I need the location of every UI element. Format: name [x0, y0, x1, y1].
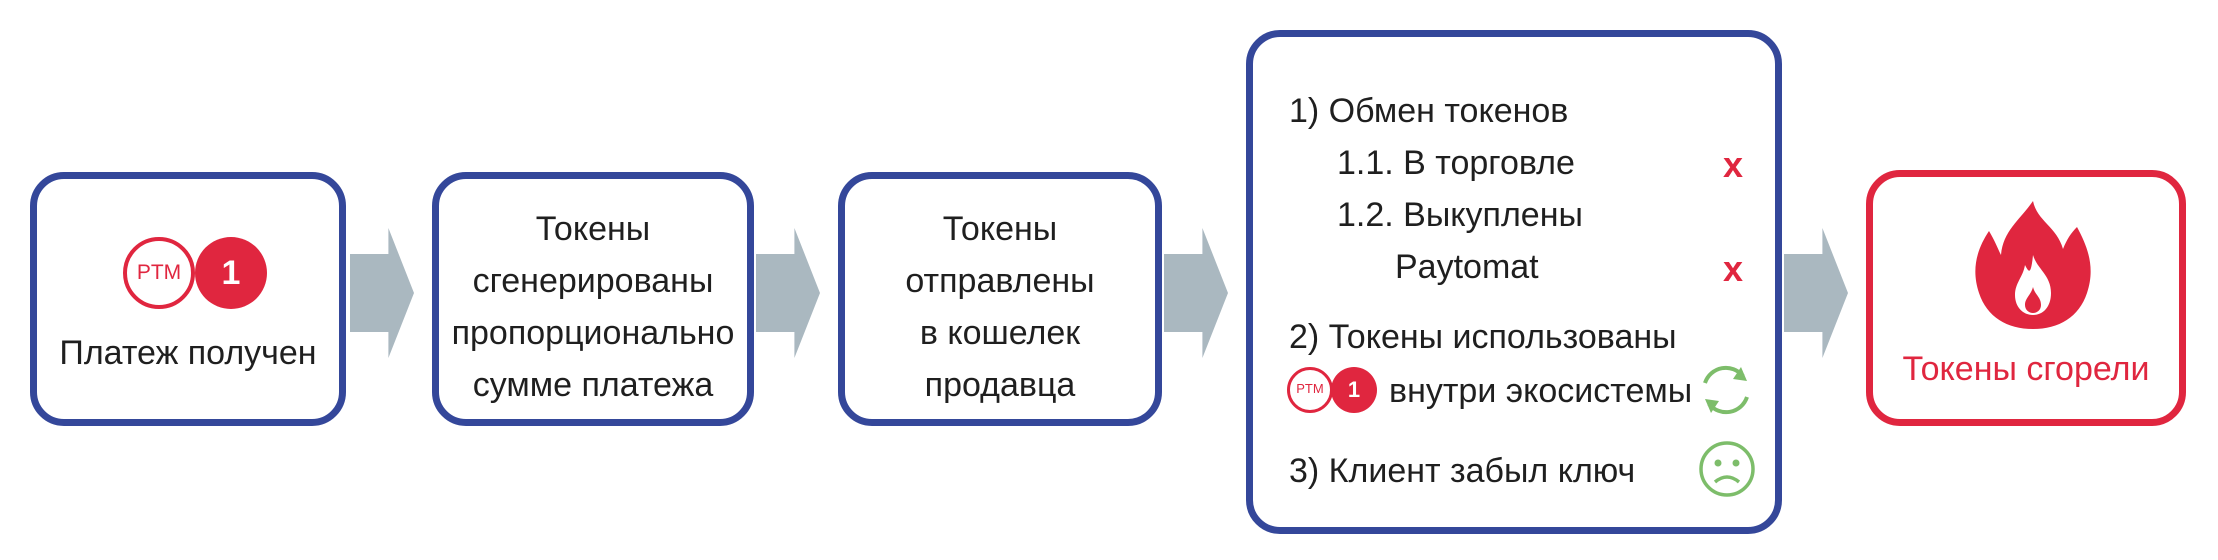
step-label-line: сумме платежа: [472, 366, 714, 404]
ptm-logo: 1 PTM: [123, 237, 271, 309]
cross-icon: x: [1723, 144, 1744, 185]
step-label-line: отправлены: [905, 262, 1095, 300]
step-label-line: Токены: [535, 210, 651, 248]
step-tokens-burned: Токены сгорели: [1866, 170, 2186, 426]
step-tokens-sent: Токены отправлены в кошелек продавца: [838, 172, 1162, 426]
outcomes-box: 1) Обмен токенов 1.1. В торговле x 1.2. …: [1246, 30, 1782, 534]
outcome-key-lost: 3) Клиент забыл ключ: [1289, 452, 1636, 490]
step-label: Токены сгорели: [1902, 350, 2150, 388]
ptm-logo-text: PTM: [1287, 367, 1333, 413]
outcome-exchange: 1) Обмен токенов: [1289, 92, 1569, 130]
step-payment-received: 1 PTM Платеж получен: [30, 172, 346, 426]
ptm-logo: 1 PTM: [1287, 367, 1377, 413]
step-label-line: в кошелек: [919, 314, 1081, 352]
step-label-line: сгенерированы: [472, 262, 714, 300]
outcome-in-trade: 1.1. В торговле: [1337, 144, 1575, 182]
step-label-line: пропорционально: [451, 314, 735, 352]
cross-icon: x: [1723, 248, 1744, 289]
fire-icon: [1975, 201, 2091, 329]
flow-arrow: [1164, 228, 1228, 358]
step-label-line: Токены: [942, 210, 1058, 248]
ptm-logo-number: 1: [195, 237, 267, 309]
outcome-used: 2) Токены использованы: [1289, 318, 1677, 356]
refresh-icon: [1703, 365, 1749, 415]
step-tokens-generated: Токены сгенерированы пропорционально сум…: [432, 172, 754, 426]
step-label: Платеж получен: [59, 334, 317, 372]
outcome-ecosystem: внутри экосистемы: [1389, 372, 1693, 410]
outcome-bought-back-by: Paytomat: [1395, 248, 1539, 286]
outcome-bought-back: 1.2. Выкуплены: [1337, 196, 1583, 234]
step-label-line: продавца: [924, 366, 1076, 404]
flow-arrow: [350, 228, 414, 358]
flow-arrow: [756, 228, 820, 358]
ptm-logo-number: 1: [1331, 367, 1377, 413]
flow-arrow: [1784, 228, 1848, 358]
ptm-logo-text: PTM: [123, 237, 195, 309]
sad-face-icon: [1699, 441, 1755, 497]
